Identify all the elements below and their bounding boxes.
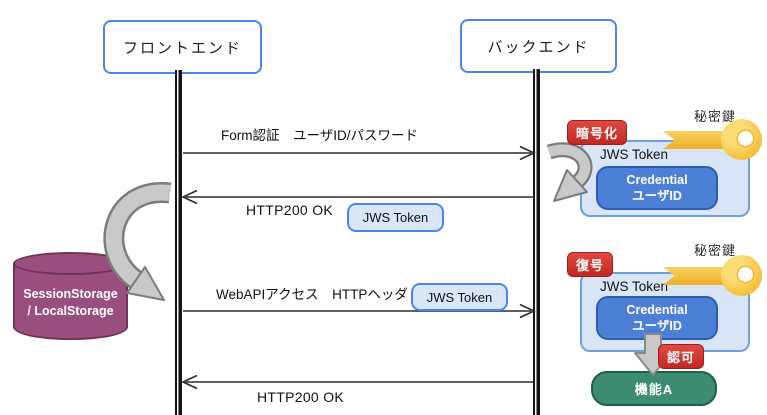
storage-cylinder: SessionStorage / LocalStorage [13, 252, 128, 340]
credential-line2: ユーザID [632, 319, 682, 333]
credential-box-decrypt: Credential ユーザID [596, 296, 718, 340]
function-a-box: 機能A [591, 371, 717, 406]
function-a-label: 機能A [634, 382, 674, 397]
jws-token-box-label: JWS Token [600, 279, 669, 294]
jws-token-box-label: JWS Token [600, 147, 669, 162]
storage-label: SessionStorage / LocalStorage [13, 286, 128, 320]
message-1-label: Form認証 ユーザID/パスワード [221, 128, 418, 143]
secret-key-icon-bottom [663, 254, 763, 298]
storage-label-line1: SessionStorage [23, 287, 118, 301]
lifeline-backend [533, 69, 540, 415]
actor-frontend: フロントエンド [103, 20, 262, 74]
credential-line2: ユーザID [632, 189, 682, 203]
credential-line1: Credential [626, 302, 688, 317]
message-arrow-2-left [181, 189, 534, 205]
actor-backend-label: バックエンド [487, 38, 590, 56]
message-4-label: HTTP200 OK [257, 389, 345, 405]
secret-key-label-bottom: 秘密鍵 [694, 243, 737, 258]
jws-token-badge-label: JWS Token [426, 289, 493, 305]
message-2-label: HTTP200 OK [246, 202, 334, 218]
authorization-badge: 認可 [658, 344, 705, 369]
key-shaft [663, 131, 731, 149]
key-hole [738, 131, 753, 146]
storage-label-line2: / LocalStorage [27, 303, 114, 318]
key-shaft [663, 267, 731, 285]
credential-line1: Credential [626, 172, 688, 187]
message-arrow-4-left [181, 374, 534, 390]
secret-key-icon-top [663, 118, 763, 162]
message-arrow-1-right [183, 145, 536, 161]
actor-frontend-label: フロントエンド [122, 39, 242, 57]
encrypt-badge: 暗号化 [567, 120, 628, 145]
key-hole [738, 267, 753, 282]
message-2-jws-token-badge: JWS Token [347, 203, 444, 232]
credential-box-encrypt: Credential ユーザID [596, 166, 718, 210]
decrypt-badge: 復号 [567, 252, 614, 277]
actor-backend: バックエンド [460, 19, 617, 73]
secret-key-label-top: 秘密鍵 [694, 109, 737, 124]
message-3-jws-token-badge: JWS Token [411, 283, 508, 311]
jws-token-badge-label: JWS Token [362, 210, 429, 225]
lifeline-frontend [175, 70, 182, 415]
storage-cylinder-top [13, 252, 128, 275]
message-3-label: WebAPIアクセス HTTPヘッダ [216, 287, 408, 302]
